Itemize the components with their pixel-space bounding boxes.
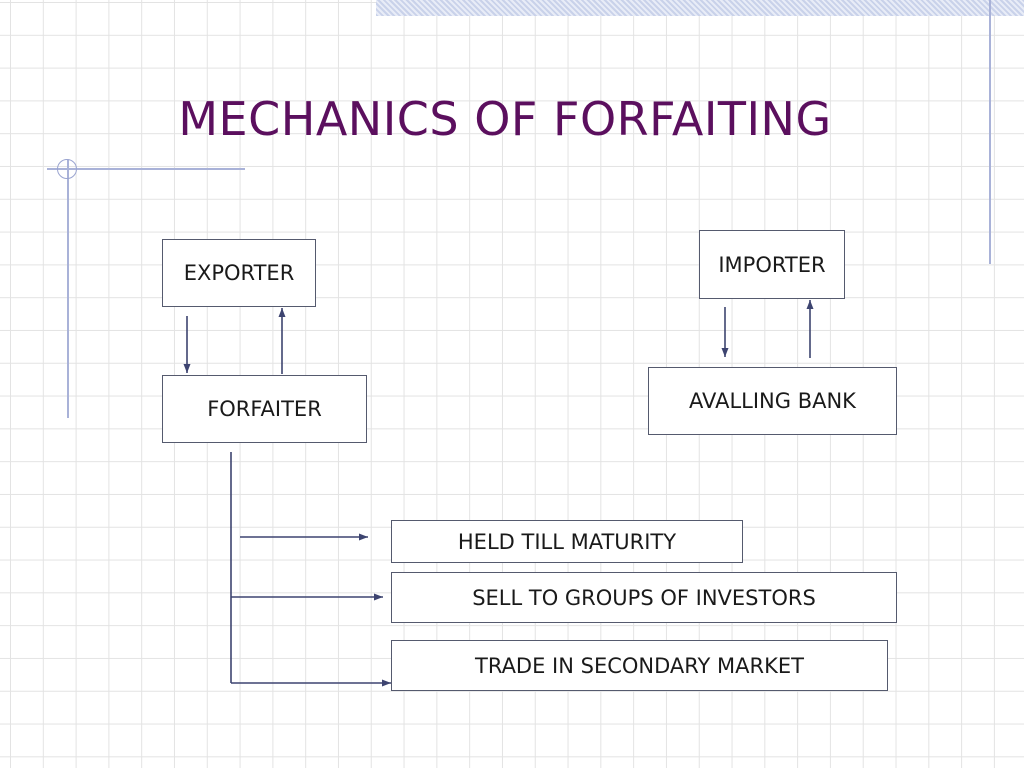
decorative-ring-icon <box>57 159 77 179</box>
importer-box: IMPORTER <box>699 230 845 299</box>
sell-to-groups-box: SELL TO GROUPS OF INVESTORS <box>391 572 897 623</box>
trade-secondary-box: TRADE IN SECONDARY MARKET <box>391 640 888 691</box>
forfaiter-box: FORFAITER <box>162 375 367 443</box>
top-decorative-band <box>376 0 1024 16</box>
right-decorative-line <box>989 0 991 264</box>
held-till-maturity-box: HELD TILL MATURITY <box>391 520 743 563</box>
left-decorative-line <box>67 160 69 418</box>
horizontal-decorative-line <box>47 168 245 170</box>
exporter-box: EXPORTER <box>162 239 316 307</box>
avalling-bank-box: AVALLING BANK <box>648 367 897 435</box>
page-title: MECHANICS OF FORFAITING <box>178 92 832 146</box>
